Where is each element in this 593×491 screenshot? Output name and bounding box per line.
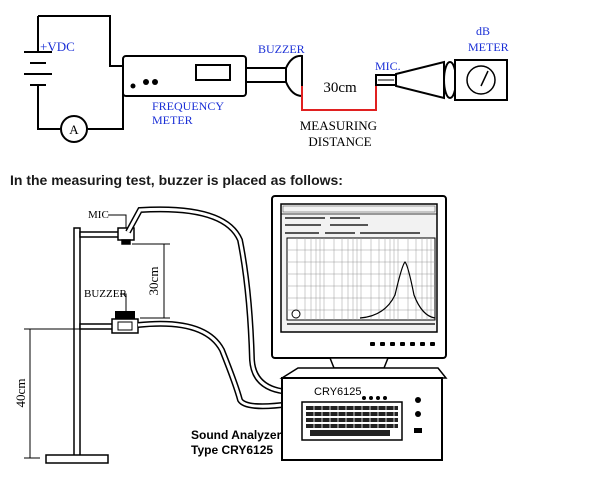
frequency-meter-label: FREQUENCY METER [152,99,227,127]
test-stand [45,227,129,464]
buzzer-label-bottom: BUZZER [84,288,127,300]
meter-dot [130,83,136,89]
sound-analyzer-unit [279,367,448,461]
distance-marker [301,86,377,111]
measuring-distance-label: MEASURING DISTANCE [300,118,381,149]
buzzer-leader [120,293,127,311]
buzzer-horn [245,54,303,98]
mic-leader [108,214,127,228]
dimension-30cm [132,243,170,319]
monitor [271,195,447,369]
buzzer-holder [111,311,139,334]
analyzer-caption: Sound Analyzer Type CRY6125 [191,428,285,457]
screen-logo-icon [291,309,301,319]
screen-text-rows [285,217,420,234]
keyboard [301,401,403,441]
battery-circuit [37,15,124,130]
mic-label-top: MIC. [375,59,401,73]
buzzer-label-top: BUZZER [258,42,305,56]
ammeter-icon: A [60,115,88,143]
db-meter-dial [466,65,496,95]
screen-axis-ticks [287,323,435,325]
vdc-label: +VDC [40,39,75,54]
battery-icon [24,45,52,104]
keyboard-keys [306,406,398,436]
meter-knob [143,79,149,85]
mic-probe [375,60,457,100]
meter-knob [152,79,158,85]
db-meter [454,59,508,101]
distance-30cm-bottom: 30cm [146,267,161,296]
graph-grid [287,238,435,320]
analyzer-knobs [414,397,422,433]
analyzer-indicator-dots [362,396,387,400]
monitor-neck [328,357,390,369]
section-heading: In the measuring test, buzzer is placed … [10,172,343,188]
ammeter-label: A [69,122,79,137]
analyzer-brand-label: CRY6125 [314,386,362,398]
cables [125,206,291,410]
stand-pole [73,227,81,459]
meter-display [195,64,231,81]
monitor-buttons [370,342,435,346]
distance-40cm: 40cm [13,379,28,408]
dimension-40cm [24,328,80,459]
mic-label-bottom: MIC [88,209,109,221]
frequency-meter [122,55,247,97]
distance-30cm-top: 30cm [323,80,357,96]
cables-inner [126,207,291,408]
db-meter-needle [480,70,489,87]
stand-base [45,454,109,464]
db-meter-label: dB METER [468,24,509,54]
response-curve [359,261,436,319]
